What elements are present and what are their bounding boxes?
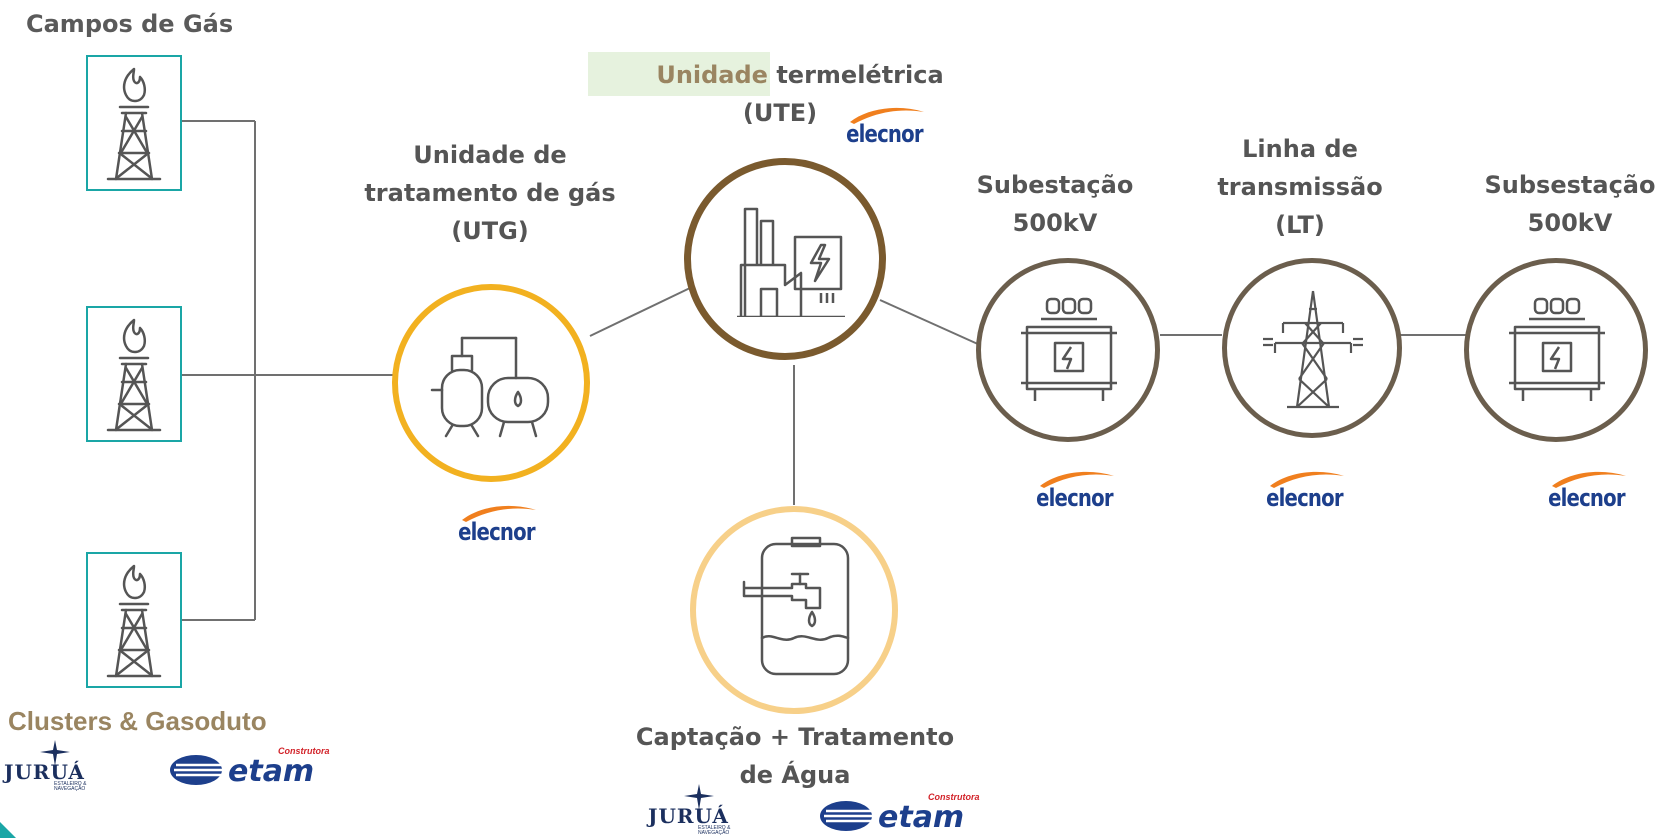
etam-logo: Construtora etam [818, 792, 988, 835]
water-label: Captação + Tratamento de Água [620, 718, 970, 794]
substation-2-label: Subsestação 500kV [1470, 166, 1670, 242]
transformer-icon [1021, 297, 1117, 401]
elecnor-wordmark: elecnor [1548, 484, 1625, 512]
etam-construtora: Construtora [278, 746, 330, 756]
gas-well-3 [86, 552, 182, 688]
utg-node [392, 284, 590, 482]
ute-label-rest: termelétrica [776, 61, 944, 89]
elecnor-logo: elecnor [1258, 468, 1348, 512]
elecnor-logo: elecnor [1540, 468, 1630, 512]
substation-2-node [1464, 258, 1648, 442]
elecnor-wordmark: elecnor [1036, 484, 1113, 512]
power-plant-icon [737, 207, 845, 317]
substation-1-label: Subestação 500kV [960, 166, 1150, 242]
jurua-subtitle: ESTALEIRO & NAVEGAÇÃO [54, 781, 87, 792]
etam-logo: Construtora etam [168, 746, 338, 789]
utg-label: Unidade de tratamento de gás (UTG) [340, 136, 640, 250]
gas-plant-icon [430, 336, 550, 438]
jurua-wordmark: JURUÁ [4, 760, 85, 784]
substation-1-node [976, 258, 1160, 442]
etam-construtora: Construtora [928, 792, 980, 802]
clusters-title: Clusters & Gasoduto [8, 706, 267, 736]
jurua-subtitle: ESTALEIRO & NAVEGAÇÃO [698, 825, 731, 836]
corner-accent [0, 822, 16, 838]
ute-label-line2: (UTE) [742, 99, 818, 127]
gas-well-icon [106, 564, 162, 678]
transmission-line-label-line3: (LT) [1275, 211, 1325, 239]
water-label-line1: Captação + Tratamento [635, 723, 955, 751]
transmission-line-label-line2: transmissão [1217, 173, 1383, 201]
transmission-line-label: Linha de transmissão (LT) [1200, 130, 1400, 244]
elecnor-logo: elecnor [1028, 468, 1118, 512]
transformer-icon [1509, 297, 1605, 401]
water-node [690, 506, 898, 714]
ute-highlight-box [588, 52, 770, 96]
transmission-line-node [1222, 258, 1402, 438]
utg-label-line3: (UTG) [451, 217, 529, 245]
substation-2-label-line2: 500kV [1527, 209, 1613, 237]
ute-label-line1: Unidade termelétrica [640, 56, 960, 94]
gas-well-1 [86, 55, 182, 191]
jurua-logo: JURUÁ ESTALEIRO & NAVEGAÇÃO [648, 784, 758, 838]
jurua-logo: JURUÁ ESTALEIRO & NAVEGAÇÃO [4, 740, 114, 794]
elecnor-logo: elecnor [450, 502, 540, 546]
water-label-line2: de Água [739, 761, 851, 789]
gas-well-2 [86, 306, 182, 442]
jurua-wordmark: JURUÁ [648, 804, 729, 828]
gas-fields-title: Campos de Gás [26, 10, 234, 38]
ute-label-highlight: Unidade [656, 61, 768, 89]
water-treatment-icon [742, 536, 850, 676]
gas-well-icon [106, 318, 162, 432]
utg-label-line1: Unidade de [413, 141, 567, 169]
elecnor-logo: elecnor [838, 104, 928, 148]
substation-1-label-line1: Subestação [976, 171, 1134, 199]
elecnor-wordmark: elecnor [458, 518, 535, 546]
transmission-tower-icon [1263, 290, 1363, 409]
gas-well-icon [106, 67, 162, 181]
substation-1-label-line2: 500kV [1012, 209, 1098, 237]
elecnor-wordmark: elecnor [846, 120, 923, 148]
etam-wordmark: etam [878, 800, 965, 835]
utg-label-line2: tratamento de gás [364, 179, 616, 207]
ute-node [684, 158, 886, 360]
elecnor-wordmark: elecnor [1266, 484, 1343, 512]
ute-label: Unidade termelétrica [640, 56, 960, 94]
transmission-line-label-line1: Linha de [1242, 135, 1358, 163]
substation-2-label-line1: Subsestação [1484, 171, 1656, 199]
etam-wordmark: etam [228, 754, 315, 789]
